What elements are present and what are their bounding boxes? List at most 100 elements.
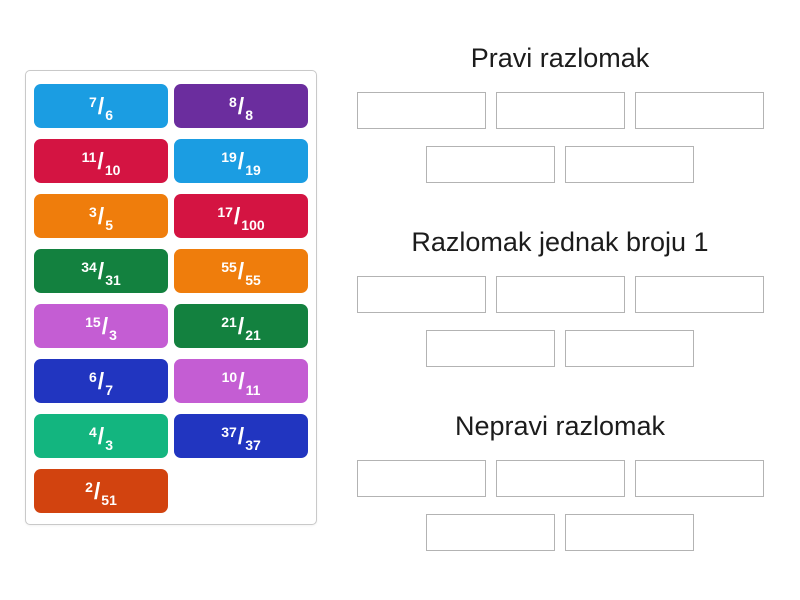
fraction-denominator: 11 <box>245 381 261 398</box>
drop-slot[interactable] <box>495 460 625 497</box>
fraction-denominator: 31 <box>105 271 121 288</box>
fraction-numerator: 34 <box>81 258 97 275</box>
fraction-tile[interactable]: 8/8 <box>174 84 308 128</box>
fraction-slash: / <box>233 202 241 229</box>
fraction-numerator: 19 <box>221 148 237 165</box>
drop-slot[interactable] <box>356 460 486 497</box>
tile-tray: 7/6 8/8 11/10 19/19 3/5 17/100 34/31 55/… <box>25 70 317 525</box>
drop-slot[interactable] <box>495 276 625 313</box>
fraction-slash: / <box>237 422 245 449</box>
slot-row <box>426 146 694 183</box>
fraction-tile[interactable]: 11/10 <box>34 139 168 183</box>
fraction-tile[interactable]: 17/100 <box>174 194 308 238</box>
fraction-denominator: 5 <box>105 216 113 233</box>
slot-row <box>356 276 764 313</box>
drop-slot[interactable] <box>426 146 555 183</box>
drop-slot[interactable] <box>356 92 486 129</box>
fraction-tile[interactable]: 10/11 <box>174 359 308 403</box>
fraction-denominator: 21 <box>245 326 261 343</box>
fraction-numerator: 2 <box>85 478 93 495</box>
fraction-label: 3/5 <box>89 202 113 232</box>
slot-row <box>426 330 694 367</box>
fraction-denominator: 3 <box>109 326 117 343</box>
drop-slot[interactable] <box>356 276 486 313</box>
fraction-numerator: 11 <box>81 148 97 165</box>
group-title: Pravi razlomak <box>470 43 650 73</box>
fraction-slash: / <box>93 477 101 504</box>
fraction-tile[interactable]: 3/5 <box>34 194 168 238</box>
fraction-tile[interactable]: 34/31 <box>34 249 168 293</box>
fraction-tile[interactable]: 15/3 <box>34 304 168 348</box>
fraction-numerator: 10 <box>221 368 238 385</box>
drop-slot[interactable] <box>426 330 555 367</box>
fraction-slash: / <box>237 312 245 339</box>
fraction-label: 11/10 <box>81 147 121 177</box>
fraction-slash: / <box>97 202 105 229</box>
fraction-numerator: 37 <box>221 423 237 440</box>
fraction-numerator: 17 <box>217 203 233 220</box>
drop-slot[interactable] <box>634 276 764 313</box>
fraction-denominator: 7 <box>105 381 113 398</box>
fraction-numerator: 21 <box>221 313 237 330</box>
fraction-tile[interactable]: 2/51 <box>34 469 168 513</box>
fraction-tile[interactable]: 21/21 <box>174 304 308 348</box>
fraction-denominator: 37 <box>245 436 261 453</box>
drop-slot[interactable] <box>565 330 694 367</box>
fraction-numerator: 3 <box>89 203 97 220</box>
group-razlomak-jednak-broju-1: Razlomak jednak broju 1 <box>330 226 790 367</box>
fraction-tile[interactable]: 6/7 <box>34 359 168 403</box>
slot-row <box>356 460 764 497</box>
drop-slot[interactable] <box>426 514 555 551</box>
fraction-denominator: 100 <box>241 216 265 233</box>
fraction-denominator: 6 <box>105 106 113 123</box>
fraction-label: 10/11 <box>221 367 261 397</box>
group-nepravi-razlomak: Nepravi razlomak <box>330 410 790 551</box>
drop-slot[interactable] <box>634 92 764 129</box>
slot-row <box>426 514 694 551</box>
drop-slot[interactable] <box>565 514 694 551</box>
fraction-denominator: 10 <box>104 161 121 178</box>
fraction-label: 37/37 <box>221 422 261 452</box>
fraction-tile[interactable]: 37/37 <box>174 414 308 458</box>
fraction-slash: / <box>238 367 245 394</box>
fraction-numerator: 55 <box>221 258 237 275</box>
slot-rows <box>356 276 764 367</box>
drop-slot[interactable] <box>565 146 694 183</box>
slot-row <box>356 92 764 129</box>
fraction-numerator: 4 <box>89 423 97 440</box>
fraction-slash: / <box>97 147 104 174</box>
fraction-label: 7/6 <box>89 92 113 122</box>
drop-slot[interactable] <box>634 460 764 497</box>
group-pravi-razlomak: Pravi razlomak <box>330 42 790 183</box>
fraction-label: 6/7 <box>89 367 113 397</box>
fraction-numerator: 8 <box>229 93 237 110</box>
fraction-slash: / <box>101 312 109 339</box>
fraction-label: 4/3 <box>89 422 113 452</box>
fraction-tile[interactable]: 7/6 <box>34 84 168 128</box>
drop-slot[interactable] <box>495 92 625 129</box>
fraction-tile[interactable]: 4/3 <box>34 414 168 458</box>
fraction-slash: / <box>237 257 245 284</box>
fraction-label: 19/19 <box>221 147 261 177</box>
fraction-tile[interactable]: 19/19 <box>174 139 308 183</box>
fraction-denominator: 51 <box>101 491 117 508</box>
fraction-label: 34/31 <box>81 257 121 287</box>
fraction-denominator: 55 <box>245 271 261 288</box>
group-title: Razlomak jednak broju 1 <box>411 227 709 257</box>
fraction-label: 2/51 <box>85 477 117 507</box>
fraction-slash: / <box>237 147 245 174</box>
fraction-label: 15/3 <box>85 312 117 342</box>
slot-rows <box>356 92 764 183</box>
fraction-label: 17/100 <box>217 202 264 232</box>
fraction-tile[interactable]: 55/55 <box>174 249 308 293</box>
fraction-denominator: 3 <box>105 436 113 453</box>
fraction-denominator: 19 <box>245 161 261 178</box>
sorting-groups: Pravi razlomak Razlomak jednak broju 1 <box>330 0 790 600</box>
fraction-numerator: 7 <box>89 93 97 110</box>
fraction-slash: / <box>97 367 105 394</box>
fraction-slash: / <box>97 422 105 449</box>
fraction-label: 8/8 <box>229 93 253 122</box>
fraction-slash: / <box>97 257 105 284</box>
group-title: Nepravi razlomak <box>454 411 666 441</box>
fraction-slash: / <box>97 92 105 119</box>
